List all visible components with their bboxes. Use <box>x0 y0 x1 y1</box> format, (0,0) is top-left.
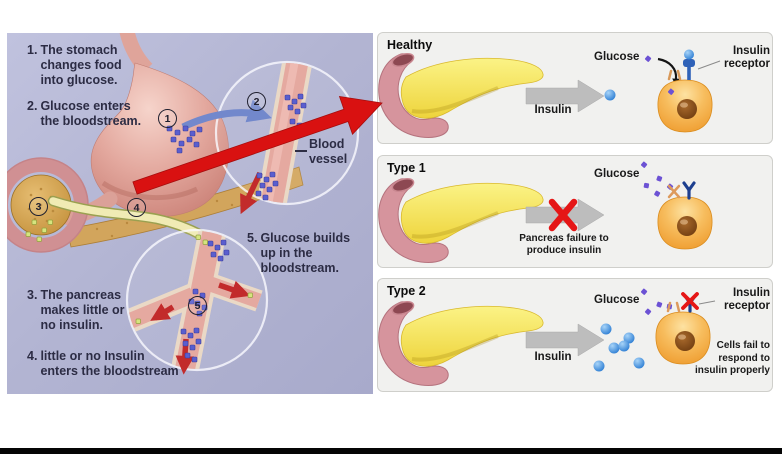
step-2: 2. Glucose enters the bloodstream. <box>27 99 152 129</box>
pancreas-icon <box>378 297 546 388</box>
step-2-text: Glucose enters the bloodstream. <box>40 99 142 128</box>
type2-illustration <box>378 288 716 388</box>
insulin-dots <box>593 323 645 372</box>
type1-illustration <box>378 161 713 265</box>
insulin-receptor-label: Insulin receptor <box>723 45 770 71</box>
step-4: 4. little or no Insulin enters the blood… <box>27 349 197 379</box>
glucose-channel-icon <box>667 69 682 81</box>
healthy-illustration <box>378 49 721 140</box>
panel-title-healthy: Healthy <box>387 38 433 52</box>
type1-panel: Type 1 Glucose Pancreas failure to produ… <box>377 155 773 268</box>
healthy-panel: Healthy Glucose Insulin Insulin receptor <box>377 32 773 144</box>
cell-icon <box>657 79 713 133</box>
insulin-label: Insulin <box>534 351 572 363</box>
circle-marker-4: 4 <box>127 198 146 217</box>
circle-4-number: 4 <box>133 201 140 214</box>
glucose-channel-closed-icon <box>667 184 681 199</box>
panel-title-type2: Type 2 <box>387 284 426 298</box>
insulin-receptor-icon <box>683 49 695 80</box>
circle-5-number: 5 <box>194 299 201 312</box>
digestion-diagram-panel: 1. The stomach changes food into glucose… <box>7 33 373 394</box>
glucose-entry-arrow <box>657 57 678 80</box>
circle-1-number: 1 <box>164 112 171 125</box>
type2-panel: Type 2 Glucose Insulin Insulin receptor … <box>377 278 773 392</box>
glucose-dot-in-cell <box>667 88 675 95</box>
glucose-label: Glucose <box>594 294 640 306</box>
circle-marker-1: 1 <box>158 109 177 128</box>
circle-marker-2: 2 <box>247 92 266 111</box>
glucose-dot <box>644 55 652 62</box>
cell-icon <box>657 196 713 250</box>
step-3-text: The pancreas makes little or no insulin. <box>40 288 125 332</box>
step-5: 5. Glucose builds up in the bloodstream. <box>247 231 359 275</box>
step-1-number: 1. <box>27 43 38 57</box>
step-1-text: The stomach changes food into glucose. <box>40 43 122 87</box>
receptor-pointer-line <box>698 300 716 305</box>
circle-marker-5: 5 <box>188 296 207 315</box>
glucose-label: Glucose <box>594 168 640 180</box>
step-3: 3. The pancreas makes little or no insul… <box>27 288 142 332</box>
glucose-label: Glucose <box>594 51 640 63</box>
circle-marker-3: 3 <box>29 197 48 216</box>
receptor-blocked-x-icon <box>681 292 699 310</box>
cells-fail-caption: Cells fail to respond to insulin properl… <box>694 340 770 376</box>
insulin-label: Insulin <box>534 104 572 116</box>
blood-vessel-label: Blood vessel <box>309 137 348 166</box>
circle-3-number: 3 <box>35 200 42 213</box>
insulin-receptor-label: Insulin receptor <box>723 287 770 313</box>
glucose-dots <box>640 161 674 197</box>
step-3-number: 3. <box>27 288 38 302</box>
step-5-number: 5. <box>247 231 258 245</box>
insulin-receptor-icon <box>682 181 696 200</box>
blocked-x-icon <box>548 198 578 232</box>
insulin-dots-left <box>25 219 253 324</box>
step-2-number: 2. <box>27 99 38 113</box>
step-4-number: 4. <box>27 349 38 363</box>
bottom-black-bar <box>0 448 782 454</box>
glucose-channel-icon <box>666 301 681 313</box>
receptor-pointer-line <box>697 60 721 70</box>
step-1: 1. The stomach changes food into glucose… <box>27 43 137 87</box>
circle-2-number: 2 <box>253 95 260 108</box>
pancreas-icon <box>378 49 546 140</box>
insulin-dot <box>604 89 616 101</box>
pancreas-failure-caption: Pancreas failure to produce insulin <box>519 233 609 256</box>
step-4-text: little or no Insulin enters the bloodstr… <box>40 349 179 378</box>
panel-title-type1: Type 1 <box>387 161 426 175</box>
step-5-text: Glucose builds up in the bloodstream. <box>260 231 351 275</box>
